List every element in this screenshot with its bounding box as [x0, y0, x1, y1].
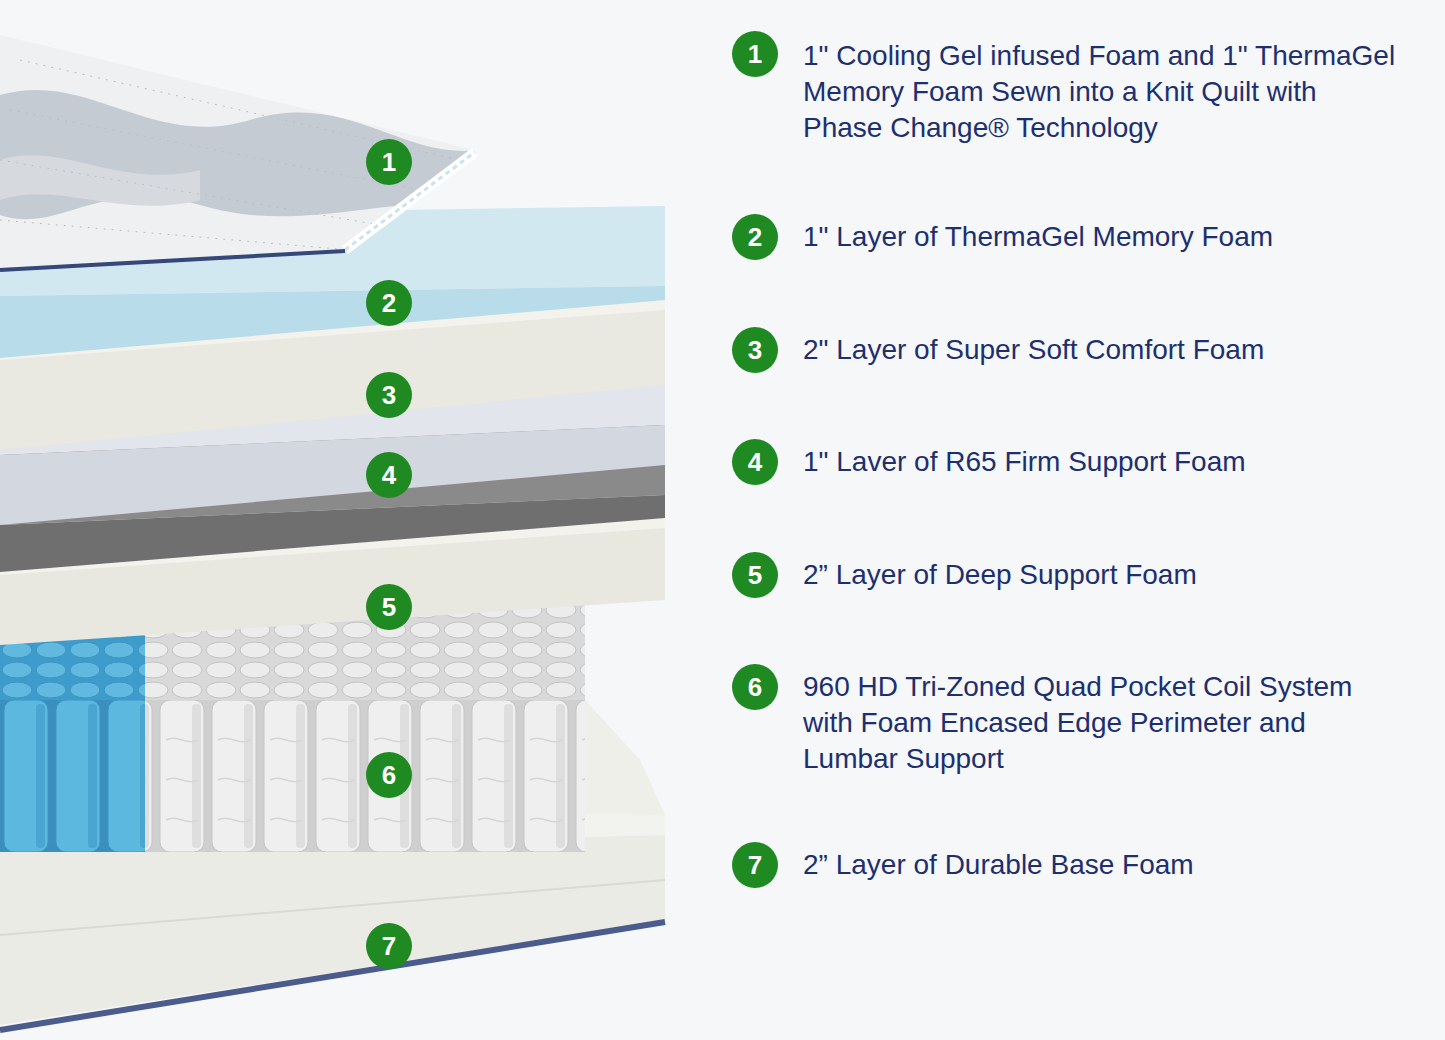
- callout-number: 7: [732, 842, 778, 888]
- knit-quilt-layer: [0, 35, 480, 270]
- base-bottom-edge: [0, 922, 665, 1030]
- coil-front-row: [0, 700, 585, 852]
- callout-number: 1: [366, 139, 412, 185]
- callout-number: 3: [732, 327, 778, 373]
- callout-number: 2: [366, 280, 412, 326]
- callout-number: 7: [366, 923, 412, 969]
- callout-number: 5: [366, 584, 412, 630]
- layer-description: 2” Layer of Durable Base Foam: [803, 847, 1403, 883]
- layer-description: 1" Laver of R65 Firm Support Foam: [803, 444, 1403, 480]
- callout-number: 4: [732, 439, 778, 485]
- layer-description: 1" Layer of ThermaGel Memory Foam: [803, 219, 1403, 255]
- slab-front-face: [0, 286, 665, 358]
- callout-number: 5: [732, 552, 778, 598]
- foam-edge-wall: [585, 700, 665, 830]
- quilt-pattern: [0, 155, 200, 206]
- callout-number: 6: [366, 752, 412, 798]
- callout-number: 2: [732, 214, 778, 260]
- callout-number: 3: [366, 372, 412, 418]
- base-foam-layer: [0, 700, 665, 1030]
- layer-description: 2” Layer of Deep Support Foam: [803, 557, 1403, 593]
- callout-number: 4: [366, 452, 412, 498]
- base-seam: [0, 880, 665, 935]
- layer-description: 1" Cooling Gel infused Foam and 1" Therm…: [803, 38, 1403, 146]
- lumbar-coil-front-row: [0, 700, 145, 852]
- layer-description: 2" Layer of Super Soft Comfort Foam: [803, 332, 1403, 368]
- base-front-face: [0, 835, 665, 1025]
- callout-number: 6: [732, 664, 778, 710]
- callout-number: 1: [732, 31, 778, 77]
- layer-description: 960 HD Tri-Zoned Quad Pocket Coil System…: [803, 669, 1403, 777]
- quilt-front-edge: [0, 251, 345, 270]
